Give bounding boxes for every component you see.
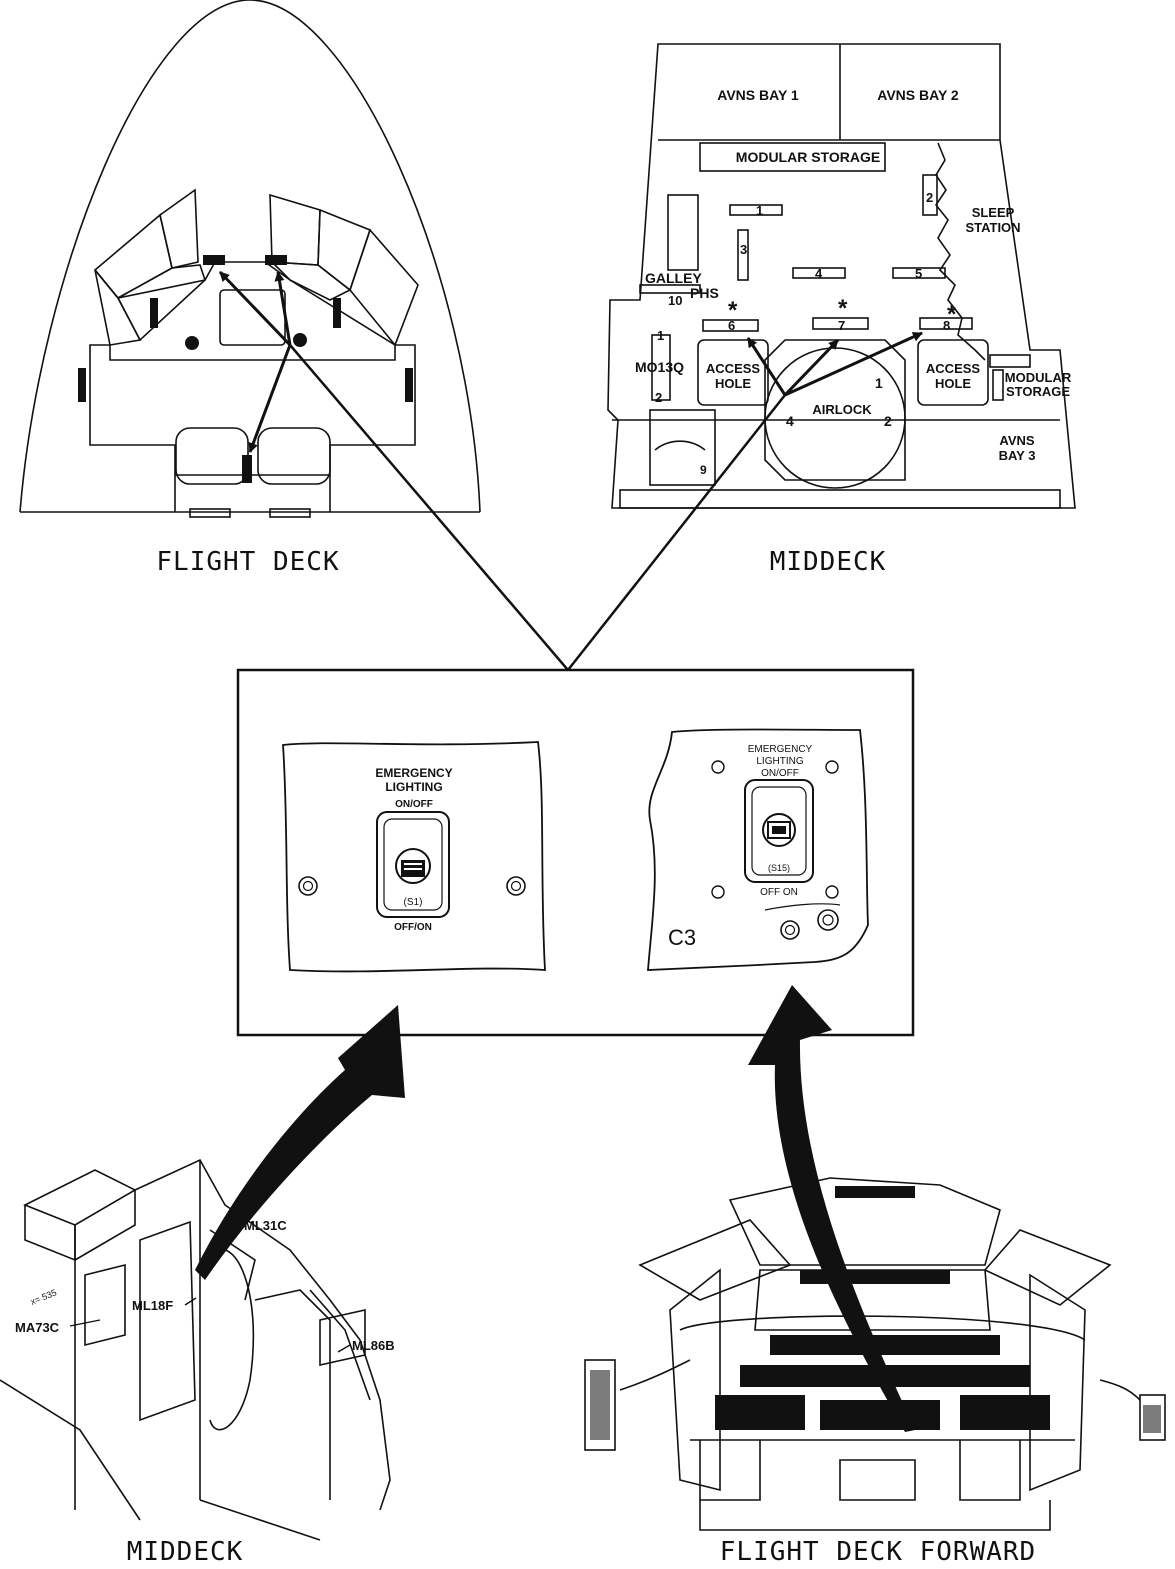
panel-right-state-bottom: OFF ON — [760, 887, 798, 898]
flight-deck-caption: FLIGHT DECK — [156, 547, 339, 577]
avns-bay-2-label: AVNS BAY 2 — [877, 87, 959, 103]
sleep-station-label: SLEEP — [972, 205, 1015, 220]
flight-deck-plan — [20, 0, 480, 517]
airlock-number-4: 4 — [786, 413, 794, 429]
mo13q-label: MO13Q — [635, 359, 684, 375]
hatch-number: 9 — [700, 463, 707, 477]
panel-right-title-line1: EMERGENCY — [748, 744, 813, 755]
panel-left-title-line1: EMERGENCY — [375, 766, 452, 780]
light-number-2: 2 — [926, 190, 933, 205]
ml18f-label: ML18F — [132, 1298, 173, 1313]
light-number-3: 3 — [740, 242, 747, 257]
galley-number: 10 — [668, 293, 682, 308]
flight-deck-light-fixture — [405, 368, 413, 402]
flight-deck-light-fixture — [150, 298, 158, 328]
xo-label: x= 535 — [29, 1287, 58, 1306]
middeck-perspective-labels: ML31C ML18F MA73C ML86B x= 535 — [15, 1218, 395, 1353]
flight-deck-light-fixture — [265, 255, 287, 265]
middeck-plan-arrows — [748, 333, 922, 395]
middeck-bottom-caption: MIDDECK — [127, 1537, 244, 1567]
phs-label: PHS — [690, 285, 719, 301]
airlock-label: AIRLOCK — [812, 402, 872, 417]
ml31c-label: ML31C — [244, 1218, 287, 1233]
avns-bay-3-label: AVNS — [999, 433, 1034, 448]
star-marker: * — [728, 297, 738, 324]
ml86b-label: ML86B — [352, 1338, 395, 1353]
access-hole-left-label-line2: HOLE — [715, 376, 751, 391]
flight-deck-light-fixture — [242, 455, 252, 483]
flight-deck-light-fixture — [78, 368, 86, 402]
panel-left-title-line2: LIGHTING — [385, 780, 442, 794]
sleep-station-label-line2: STATION — [965, 220, 1020, 235]
avns-bay-3-label-line2: BAY 3 — [999, 448, 1036, 463]
modular-storage-label: MODULAR STORAGE — [736, 149, 880, 165]
access-hole-right-label: ACCESS — [926, 361, 981, 376]
light-number-1: 1 — [756, 203, 763, 218]
modular-storage-side-label-line2: STORAGE — [1006, 384, 1070, 399]
modular-storage-side-label: MODULAR — [1005, 370, 1072, 385]
panel-callout-box — [238, 670, 913, 1035]
access-hole-right-label-line2: HOLE — [935, 376, 971, 391]
panel-right-switch-id: (S15) — [768, 863, 790, 873]
panel-left-switch-id: (S1) — [404, 897, 423, 908]
avns-bay-1-label: AVNS BAY 1 — [717, 87, 799, 103]
mo13q-number-2: 2 — [655, 390, 662, 405]
flight-deck-light-fixture — [203, 255, 225, 265]
flight-deck-light-fixture — [333, 298, 341, 328]
mo13q-number-1: 1 — [657, 328, 664, 343]
panel-right-id: C3 — [668, 925, 696, 950]
flight-deck-forward-caption: FLIGHT DECK FORWARD — [720, 1537, 1036, 1567]
curved-arrow-to-left-panel — [195, 1005, 405, 1280]
light-number-5: 5 — [915, 266, 922, 281]
airlock-number-1: 1 — [875, 375, 883, 391]
panel-left-state-top: ON/OFF — [395, 799, 433, 810]
light-number-4: 4 — [815, 266, 823, 281]
star-marker: * — [838, 295, 848, 322]
curved-arrow-to-right-panel — [748, 985, 915, 1432]
galley-label: GALLEY — [645, 270, 702, 286]
airlock-number-2: 2 — [884, 413, 892, 429]
panel-right-title-line3: ON/OFF — [761, 768, 799, 779]
middeck-top-caption: MIDDECK — [770, 547, 887, 577]
access-hole-left-label: ACCESS — [706, 361, 761, 376]
ma73c-label: MA73C — [15, 1320, 60, 1335]
middeck-perspective-view — [0, 1160, 390, 1540]
panel-right-title-line2: LIGHTING — [756, 756, 803, 767]
panel-left-state-bottom: OFF/ON — [394, 922, 432, 933]
star-marker: * — [947, 301, 957, 328]
flight-deck-arrows — [220, 272, 290, 452]
